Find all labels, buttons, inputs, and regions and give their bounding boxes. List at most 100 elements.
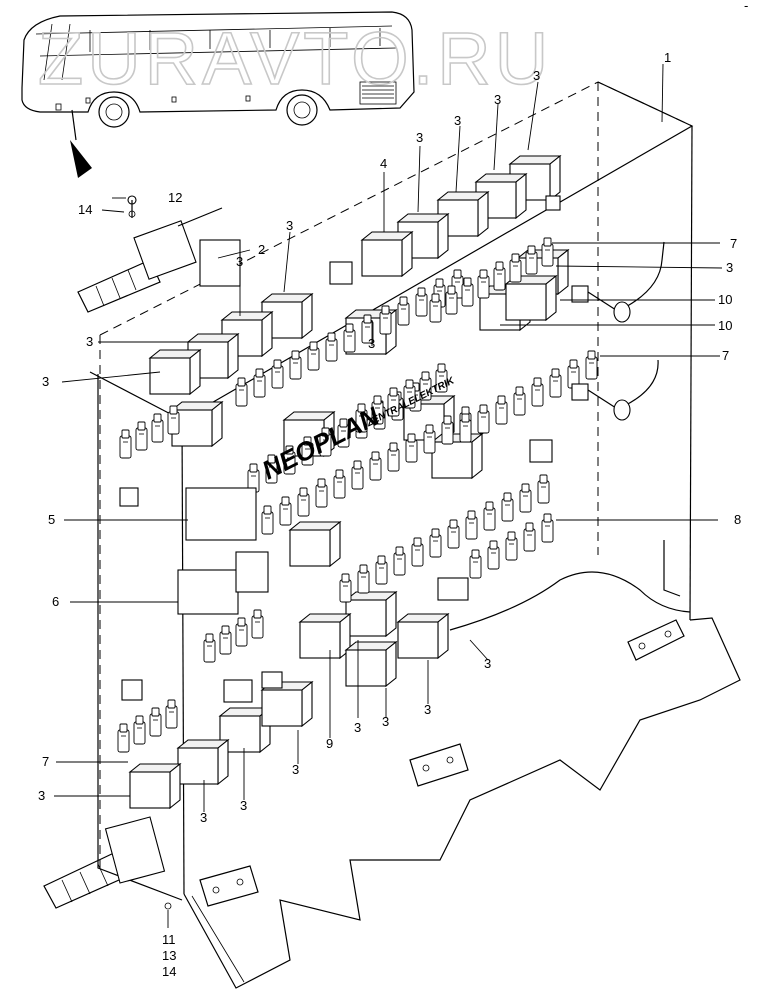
fuse-holder: [513, 386, 526, 416]
fuse-holder: [549, 368, 562, 398]
fuse-holder: [165, 699, 178, 729]
fuse-holder: [235, 377, 248, 407]
fuse-holder: [343, 323, 356, 353]
callout-5: 5: [48, 512, 55, 527]
fuse-holder: [397, 296, 410, 326]
fuse-holder: [271, 359, 284, 389]
fuse-holder: [459, 413, 472, 443]
callout-3k: 3: [484, 656, 491, 671]
fuse-holder: [393, 546, 406, 576]
callout-10a: 10: [718, 292, 732, 307]
fuse-holder: [167, 405, 180, 435]
fuse-holder: [451, 269, 464, 299]
leader-line: [101, 209, 125, 213]
fuse-holder: [537, 474, 550, 504]
callout-3q: 3: [200, 810, 207, 825]
callout-3c: 3: [454, 113, 461, 128]
fuse-holder: [151, 413, 164, 443]
fuse-holder: [117, 723, 130, 753]
terminal-block: [329, 261, 353, 285]
relay: [128, 762, 182, 810]
corner-mark: -: [744, 0, 748, 13]
fuse-holder: [415, 287, 428, 317]
callout-7a: 7: [730, 236, 737, 251]
relay: [396, 612, 450, 660]
relay: [360, 230, 414, 278]
relay: [430, 432, 484, 480]
fuse-holder: [429, 528, 442, 558]
terminal-block: [529, 439, 553, 463]
fuse-holder: [541, 237, 554, 267]
fuse-holder: [423, 424, 436, 454]
callout-3f: 3: [236, 254, 243, 269]
fuse-holder: [297, 487, 310, 517]
terminal-block: [119, 487, 139, 507]
fuse-holder: [279, 496, 292, 526]
callout-3n: 3: [424, 702, 431, 717]
callout-2: 2: [258, 242, 265, 257]
fuse-holder: [219, 625, 232, 655]
fuse-holder: [339, 573, 352, 603]
terminal-block: [235, 551, 269, 593]
relay: [288, 520, 342, 568]
fuse-holder: [319, 427, 332, 457]
fuse-holder: [435, 363, 448, 393]
fuse-holder: [135, 421, 148, 451]
relay: [148, 348, 202, 396]
fuse-holder: [375, 555, 388, 585]
callout-3-left: 3: [38, 788, 45, 803]
fuse-holder: [525, 245, 538, 275]
callout-13: 13: [162, 948, 176, 963]
fuse-holder: [203, 633, 216, 663]
fuse-holder: [387, 442, 400, 472]
fuse-holder: [493, 261, 506, 291]
fuse-holder: [483, 501, 496, 531]
fuse-holder: [357, 564, 370, 594]
callout-1: 1: [664, 50, 671, 65]
callout-3h: 3: [42, 374, 49, 389]
fuse-holder: [509, 253, 522, 283]
fuse-holder: [567, 359, 580, 389]
fuse-holder: [405, 433, 418, 463]
fuse-holder: [283, 445, 296, 475]
fuse-holder: [235, 617, 248, 647]
fuse-holder: [429, 293, 442, 323]
terminal-block: [177, 569, 239, 615]
fuse-holder: [253, 368, 266, 398]
hinge-center: [409, 743, 469, 787]
fuse-holder: [355, 403, 368, 433]
callout-3m: 3: [382, 714, 389, 729]
fuse-holder: [149, 707, 162, 737]
fuse-holder: [585, 350, 598, 380]
fuse-holder: [265, 454, 278, 484]
fuse-holder: [379, 305, 392, 335]
leader-line: [555, 265, 723, 269]
fuse-holder: [371, 395, 384, 425]
fuse-holder: [531, 377, 544, 407]
fuse-holder: [495, 395, 508, 425]
fuse-holder: [461, 277, 474, 307]
fuse-holder: [541, 513, 554, 543]
leader-line: [455, 125, 461, 193]
fuse-holder: [487, 540, 500, 570]
cabinet-housing: [89, 81, 741, 989]
fuse-holder: [301, 436, 314, 466]
callout-3g: 3: [86, 334, 93, 349]
relay: [508, 154, 562, 202]
leader-line: [283, 231, 291, 293]
cable-connector: [571, 285, 631, 323]
hinge-right: [627, 619, 685, 661]
callout-7c: 7: [42, 754, 49, 769]
fuse-holder: [477, 269, 490, 299]
fuse-holder: [251, 609, 264, 639]
fuse-holder: [445, 285, 458, 315]
callout-3p: 3: [240, 798, 247, 813]
leader-line: [493, 103, 499, 171]
fuse-holder: [477, 404, 490, 434]
fuse-holder: [361, 314, 374, 344]
fuse-holder: [261, 505, 274, 535]
fuse-holder: [289, 350, 302, 380]
relay: [260, 680, 314, 728]
